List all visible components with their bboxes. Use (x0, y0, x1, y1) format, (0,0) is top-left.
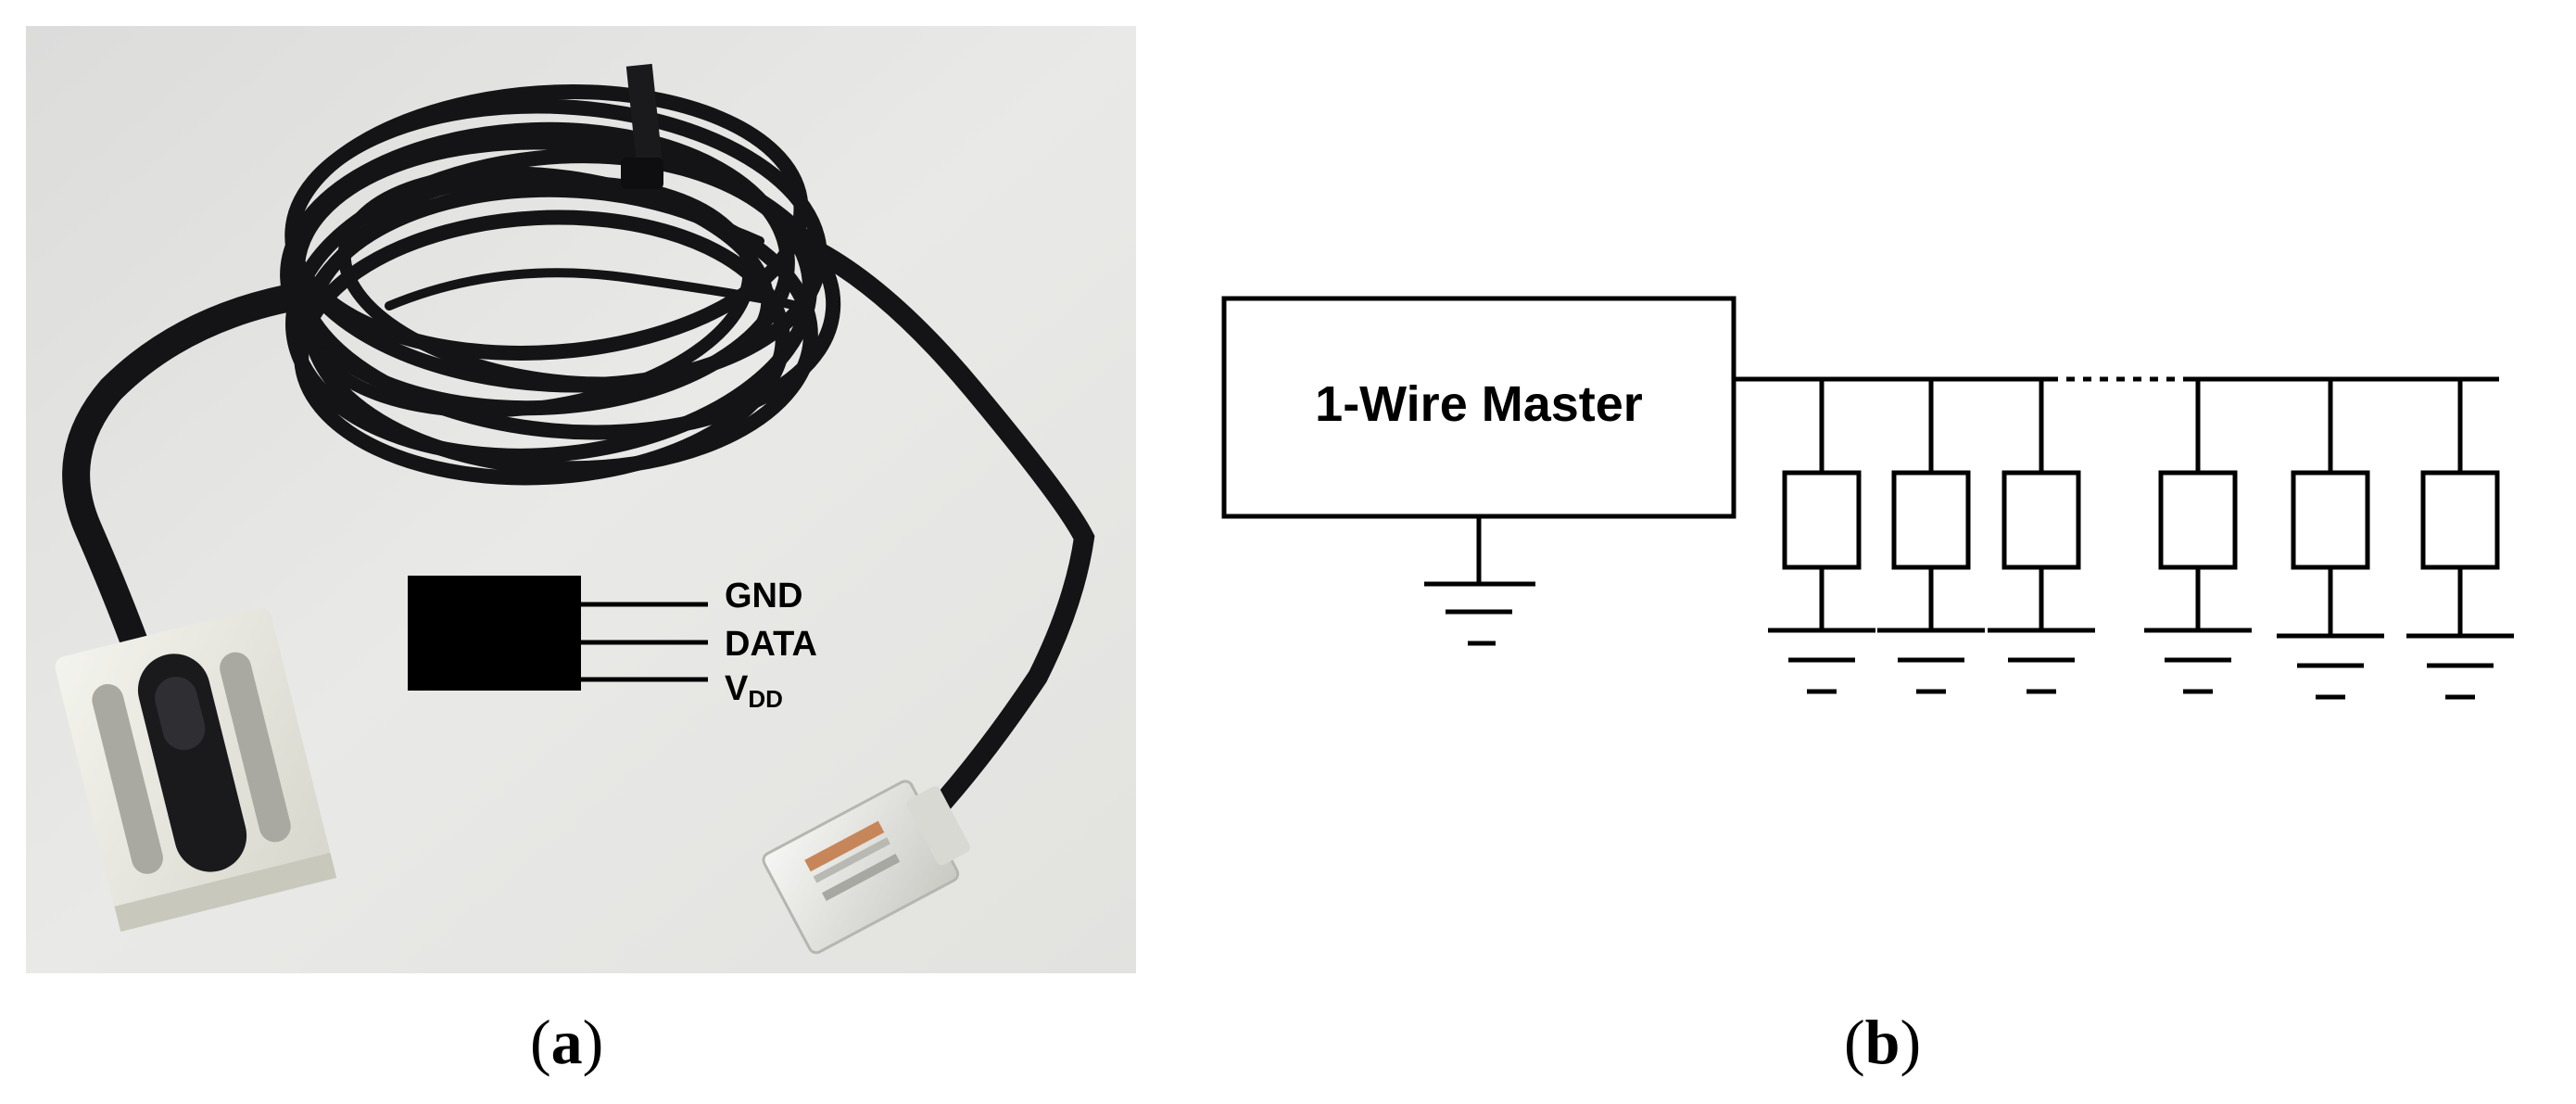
slave-box (2291, 470, 2370, 570)
caption-b: (b) (1844, 1006, 1921, 1079)
sensor-lead-cable (62, 281, 320, 681)
slave-box (2001, 470, 2081, 570)
pin-gnd-label: GND (725, 577, 802, 615)
slave-devices (1768, 379, 2514, 700)
caption-b-open: ( (1844, 1007, 1865, 1077)
slave-device-5 (2277, 379, 2384, 700)
caption-a-close: ) (582, 1007, 604, 1077)
plug-lead-cable (787, 231, 1095, 831)
panel-a-photo: GND DATA VDD (26, 26, 1136, 973)
slave-box (2420, 470, 2500, 570)
panel-b-schematic: 1-Wire Master (1221, 296, 2514, 700)
sensor-housing (55, 607, 337, 933)
pin-vdd-subscript: DD (748, 685, 783, 713)
slave-device-1 (1768, 379, 1875, 694)
pin-vdd-label: VDD (725, 669, 783, 713)
master-label: 1-Wire Master (1315, 376, 1643, 432)
slave-box (1782, 470, 1862, 570)
slave-device-6 (2406, 379, 2514, 700)
pin-vdd-main: V (725, 669, 749, 708)
slave-device-4 (2144, 379, 2252, 694)
master-ground-symbol (1424, 516, 1535, 646)
slave-box (1891, 470, 1971, 570)
cable-tie (621, 63, 664, 189)
slave-device-3 (1988, 379, 2095, 694)
caption-a-open: ( (530, 1007, 551, 1077)
slave-device-2 (1877, 379, 1985, 694)
caption-a: (a) (530, 1006, 603, 1079)
rj-plug (762, 780, 971, 955)
to92-symbol: GND DATA VDD (408, 576, 817, 713)
caption-b-letter: b (1864, 1007, 1900, 1077)
coiled-cable (280, 84, 841, 486)
caption-a-letter: a (550, 1007, 583, 1077)
slave-box (2158, 470, 2238, 570)
pin-data-label: DATA (725, 625, 817, 664)
sensor-chip-body (408, 576, 581, 691)
caption-b-close: ) (1900, 1007, 1922, 1077)
